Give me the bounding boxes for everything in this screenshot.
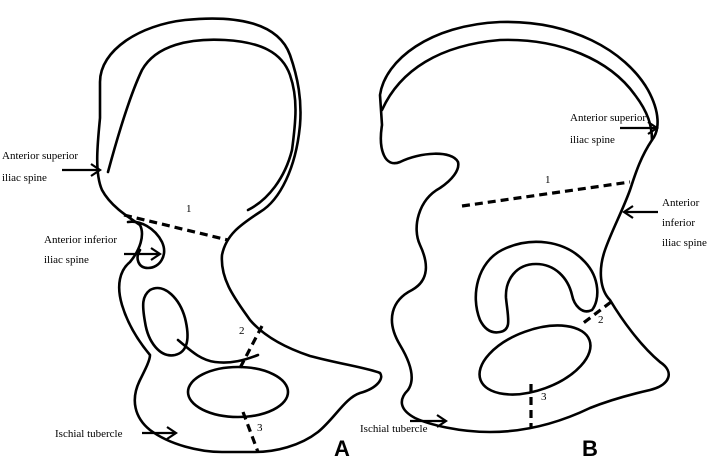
panel-a-aiis-label-line1: Anterior inferior (44, 234, 117, 246)
panel-a-ischial-label: Ischial tubercle (55, 428, 123, 440)
panel-b-dashed-line-1 (461, 180, 631, 208)
panel-a-letter: A (334, 436, 350, 460)
panel-a-dashed-line-3 (241, 411, 260, 453)
panel-b-number-1: 1 (545, 174, 551, 186)
panel-b-inner-contour (380, 38, 654, 142)
panel-a-asis-arrow-icon (62, 163, 102, 177)
panel-a-number-3: 3 (257, 422, 263, 434)
panel-b-number-2: 2 (598, 314, 604, 326)
panel-a-ischial-arrow-icon (142, 426, 178, 440)
panel-b-c-shape (474, 240, 599, 334)
panel-b-aiis-label-line3: iliac spine (662, 237, 707, 249)
panel-b-ischial-label: Ischial tubercle (360, 423, 428, 435)
panel-a-aiis-arrow-icon (124, 247, 162, 261)
panel-b-asis-label-line2: iliac spine (570, 134, 615, 146)
panel-a-obturator-contour (176, 338, 260, 364)
panel-b-aiis-arrow-icon (622, 205, 658, 219)
panel-b-dashed-line-2 (581, 300, 612, 326)
panel-b-asis-arrow-icon (620, 121, 659, 135)
panel-a-pubic-ramus (141, 286, 189, 357)
panel-b-bone-outline (378, 20, 670, 434)
panel-a-bone-outline (95, 17, 383, 454)
panel-a-asis-label-line2: iliac spine (2, 172, 47, 184)
panel-b-number-3: 3 (541, 391, 547, 403)
panel-a-dashed-line-1 (123, 213, 229, 242)
panel-a-aiis-knob (126, 220, 166, 270)
panel-a-dashed-line-2 (238, 325, 264, 369)
panel-b: 1 2 3 Anterior superior iliac spine Ante… (360, 20, 707, 460)
panel-a: 1 2 3 Anterior superior iliac spine Ante… (2, 17, 383, 460)
panel-a-number-1: 1 (186, 203, 192, 215)
panel-b-asis-label-line1: Anterior superior (570, 112, 646, 124)
panel-b-acetabulum-oval (478, 324, 592, 396)
panel-a-inner-contour (106, 38, 297, 212)
panel-a-acetabulum-oval (186, 365, 290, 419)
panel-b-ischial-arrow-icon (410, 414, 448, 428)
panel-a-aiis-label-line2: iliac spine (44, 254, 89, 266)
panel-b-aiis-label-line2: inferior (662, 217, 695, 229)
panel-a-number-2: 2 (239, 325, 245, 337)
panel-b-letter: B (582, 436, 598, 460)
panel-b-aiis-label-line1: Anterior (662, 197, 700, 209)
panel-a-asis-label-line1: Anterior superior (2, 150, 78, 162)
